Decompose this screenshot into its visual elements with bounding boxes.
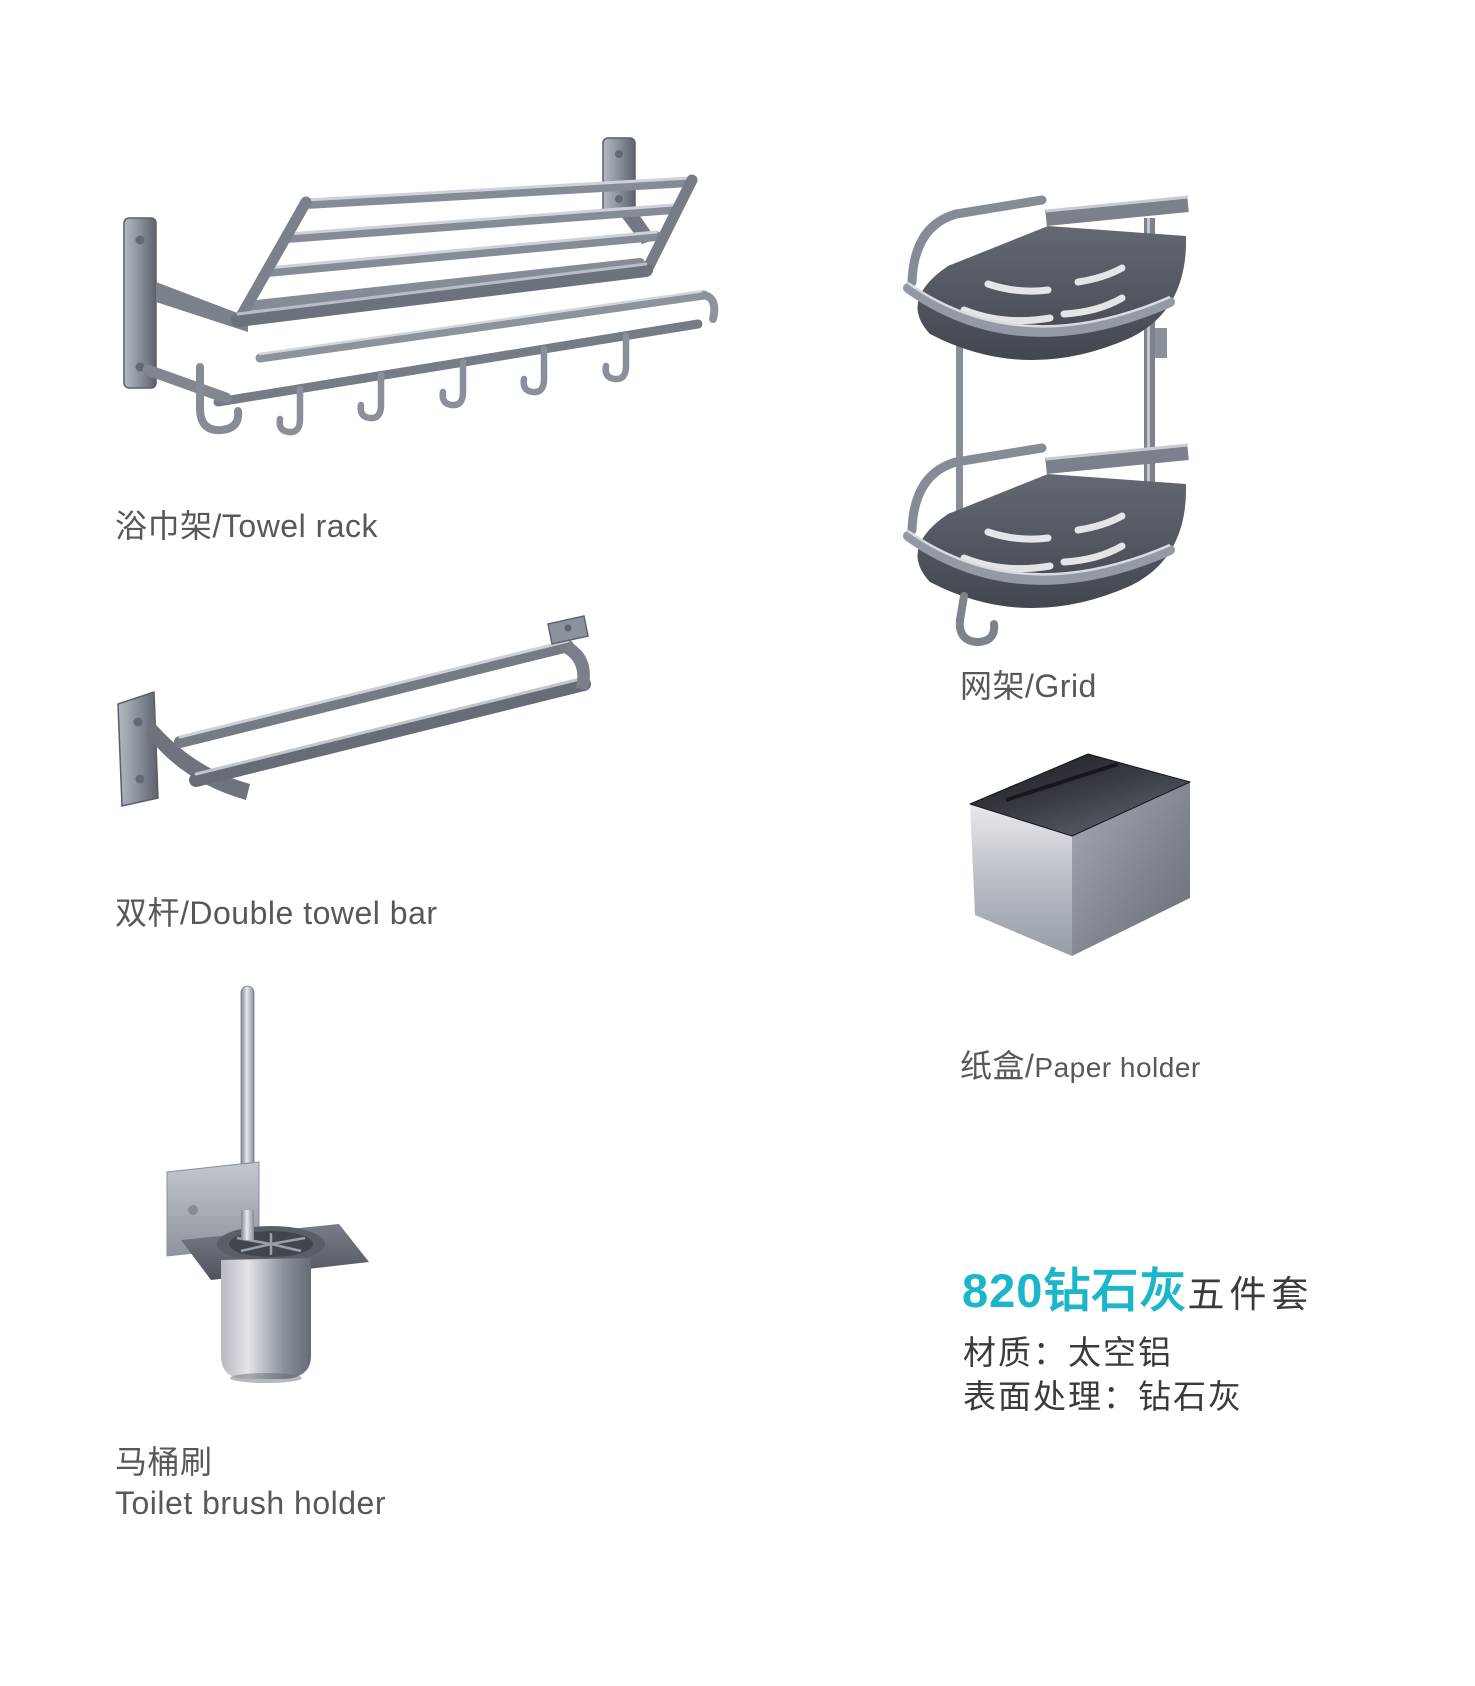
product-set-count: 五件套 [1187, 1274, 1314, 1315]
toilet-brush-label-en: Toilet brush holder [115, 1484, 386, 1521]
paper-holder-label: 纸盒/Paper holder [960, 1046, 1201, 1087]
toilet-brush-label-zh: 马桶刷 [115, 1444, 213, 1480]
grid-label: 网架/Grid [960, 668, 1097, 704]
paper-holder-label-zh: 纸盒/ [960, 1048, 1035, 1084]
paper-holder-label-en: Paper holder [1034, 1052, 1201, 1083]
double-towel-bar-label: 双杆/Double towel bar [115, 895, 438, 931]
spec-finish: 表面处理：钻石灰 [963, 1378, 1243, 1415]
towel-rack-label: 浴巾架/Towel rack [115, 508, 379, 544]
double-towel-bar-image [117, 615, 591, 807]
paper-holder-image [969, 753, 1191, 956]
toilet-brush-label: 马桶刷 Toilet brush holder [115, 1442, 386, 1524]
toilet-brush-image [166, 985, 369, 1383]
grid-shelf-image [903, 195, 1189, 647]
product-model: 820钻石灰 [962, 1264, 1188, 1317]
product-title: 820钻石灰五件套 [962, 1252, 1313, 1321]
towel-rack-image [123, 137, 719, 436]
spec-material: 材质：太空铝 [963, 1334, 1173, 1371]
